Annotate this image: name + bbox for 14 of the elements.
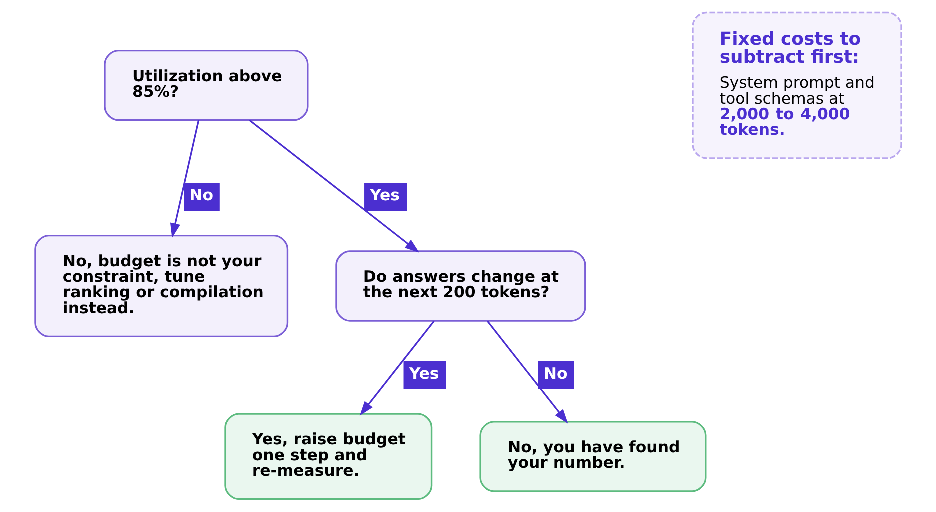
node-box: No, you have found your number.	[479, 421, 706, 492]
node-box: No, budget is not your constraint, tune ranking or compilation instead.	[34, 234, 288, 338]
arrow	[359, 320, 434, 416]
edge-label: Yes	[370, 186, 400, 205]
edge-label: Yes	[408, 364, 439, 383]
arrow	[248, 120, 420, 253]
node-box: Do answers change at the next 200 tokens?	[335, 250, 586, 322]
arrow	[170, 120, 200, 238]
node-box: Yes, raise budget one step and re-measure.	[224, 413, 432, 500]
edge-label: No	[189, 186, 214, 205]
node-box: Fixed costs to subtract first: System prompt and tool schemas at 2,000 to 4,000 tokens.	[692, 12, 902, 160]
edge-label: No	[543, 364, 568, 383]
node-box: Utilization above 85%?	[104, 50, 308, 122]
arrow	[486, 320, 568, 424]
